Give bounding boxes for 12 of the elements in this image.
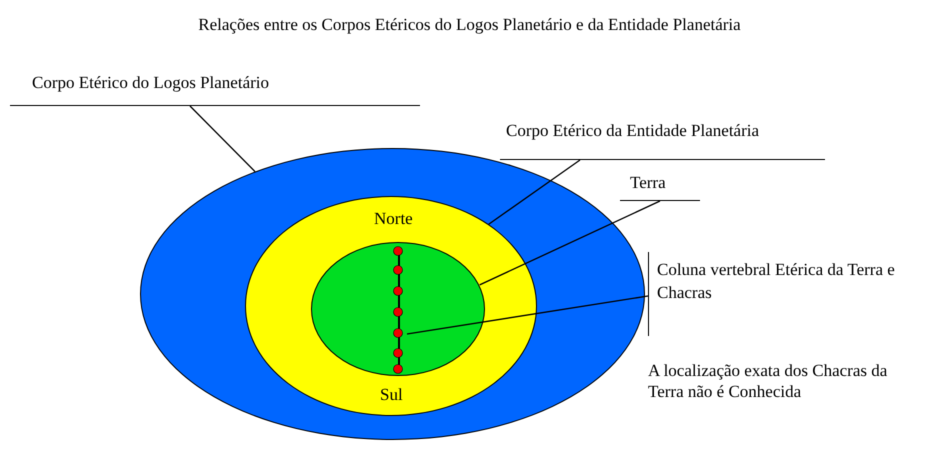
note-text: A localização exata dos Chacras da Terra não é Conhecida: [648, 360, 888, 402]
leader-line: [479, 200, 660, 286]
diagram-title: Relações entre os Corpos Etéricos do Logos Planetário e da Entidade Planetária: [197, 14, 742, 35]
callout-label: Terra: [620, 172, 700, 201]
leader-line: [406, 295, 648, 335]
leader-line: [488, 159, 580, 225]
pole-label: Sul: [380, 384, 404, 405]
leader-line: [190, 106, 256, 172]
callout-label: Corpo Etérico do Logos Planetário: [10, 72, 420, 106]
pole-label: Norte: [374, 208, 414, 229]
callout-label: Corpo Etérico da Entidade Planetária: [500, 120, 825, 160]
callout-label: Coluna vertebral Etérica da Terra e Chacras: [648, 252, 938, 336]
